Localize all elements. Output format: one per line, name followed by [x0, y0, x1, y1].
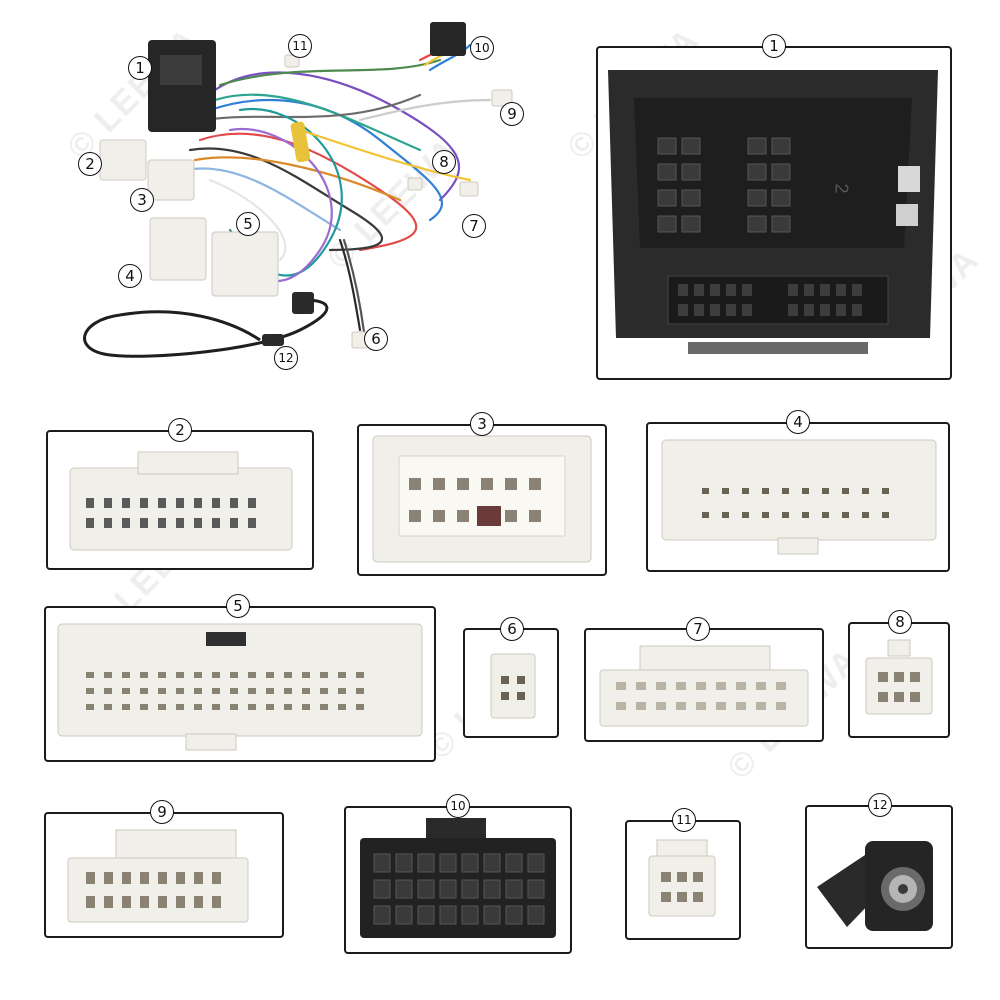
label-4: 4 [118, 264, 142, 288]
panel-12-number: 12 [868, 793, 892, 817]
panel-5-number: 5 [226, 594, 250, 618]
panel-10-number: 10 [446, 794, 470, 818]
label-12: 12 [274, 346, 298, 370]
connector-1-marking: 2 [831, 183, 852, 194]
panel-1-number: 1 [762, 34, 786, 58]
panel-connector-6 [463, 628, 559, 738]
panel-connector-8 [848, 622, 950, 738]
label-9: 9 [500, 102, 524, 126]
panel-9-number: 9 [150, 800, 174, 824]
label-5: 5 [236, 212, 260, 236]
label-2: 2 [78, 152, 102, 176]
wiring-harness-photo [83, 22, 513, 358]
panel-connector-7 [584, 628, 824, 742]
label-1: 1 [128, 56, 152, 80]
panel-connector-11 [625, 820, 741, 940]
panel-connector-1: 2 [596, 46, 952, 380]
panel-connector-10 [344, 806, 572, 954]
panel-antenna-connector-12 [805, 805, 953, 949]
panel-6-number: 6 [500, 617, 524, 641]
panel-2-number: 2 [168, 418, 192, 442]
panel-7-number: 7 [686, 617, 710, 641]
panel-connector-4 [646, 422, 950, 572]
label-8: 8 [432, 150, 456, 174]
panel-connector-5 [44, 606, 436, 762]
panel-3-number: 3 [470, 412, 494, 436]
label-7: 7 [462, 214, 486, 238]
panel-4-number: 4 [786, 410, 810, 434]
panel-connector-9 [44, 812, 284, 938]
panel-8-number: 8 [888, 610, 912, 634]
label-3: 3 [130, 188, 154, 212]
label-6: 6 [364, 327, 388, 351]
panel-connector-3 [357, 424, 607, 576]
panel-connector-2 [46, 430, 314, 570]
label-10: 10 [470, 36, 494, 60]
label-11: 11 [288, 34, 312, 58]
panel-11-number: 11 [672, 808, 696, 832]
